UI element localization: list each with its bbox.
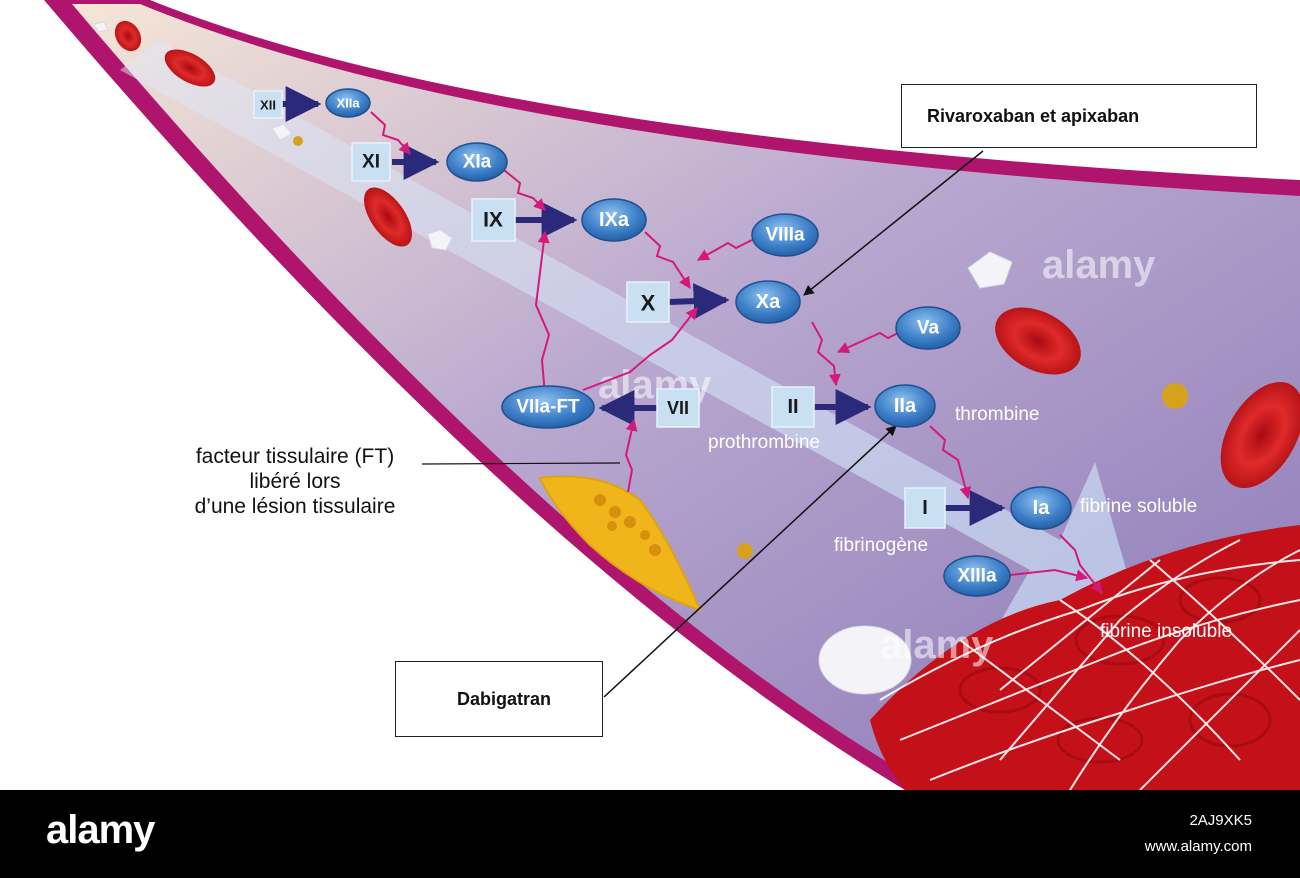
label-fibrine-soluble: fibrine soluble bbox=[1080, 496, 1197, 517]
label-prothrombine: prothrombine bbox=[708, 432, 820, 453]
svg-text:XIIa: XIIa bbox=[336, 96, 360, 111]
footer-bar: alamy 2AJ9XK5 www.alamy.com bbox=[0, 790, 1300, 878]
factor-xiia: XIIa bbox=[325, 88, 371, 118]
svg-text:VII: VII bbox=[667, 398, 689, 418]
svg-text:IXa: IXa bbox=[599, 209, 630, 231]
tissue-factor-label: facteur tissulaire (FT) libéré lors d’un… bbox=[150, 444, 440, 519]
dabigatran-leader bbox=[603, 425, 897, 698]
factor-x: X bbox=[626, 281, 670, 323]
svg-text:II: II bbox=[787, 396, 798, 418]
label-thrombine: thrombine bbox=[955, 404, 1040, 425]
flow-band bbox=[120, 40, 1135, 622]
factor-viiia: VIIIa bbox=[751, 213, 819, 257]
image-id: 2AJ9XK5 bbox=[1189, 812, 1252, 829]
factor-ixa: IXa bbox=[581, 198, 647, 242]
label-fibrinogene: fibrinogène bbox=[834, 535, 928, 556]
site-url: www.alamy.com bbox=[1144, 838, 1252, 855]
factor-xiiia: XIIIa bbox=[943, 555, 1011, 597]
clot bbox=[870, 525, 1300, 791]
label-fibrine-insoluble: fibrine insoluble bbox=[1100, 621, 1232, 642]
tissue-injury bbox=[538, 475, 702, 612]
factor-ia: Ia bbox=[1010, 486, 1072, 530]
svg-text:X: X bbox=[641, 291, 656, 316]
factor-ii: II bbox=[771, 386, 815, 428]
factor-viia-ft: VIIa-FT bbox=[501, 385, 595, 429]
factor-xia: XIa bbox=[446, 142, 508, 182]
tissue-factor-leader bbox=[421, 462, 621, 465]
svg-text:I: I bbox=[922, 497, 928, 519]
activation-arrows bbox=[370, 111, 1103, 594]
diagram-canvas: alamy alamy alamy XII XI IX X VII II I X… bbox=[44, 0, 1300, 791]
alamy-logo: alamy bbox=[46, 808, 155, 852]
factor-xi: XI bbox=[351, 142, 391, 182]
watermark: alamy bbox=[880, 623, 994, 667]
red-blood-cells bbox=[114, 20, 1300, 489]
rivaroxaban-callout: Rivaroxaban et apixaban bbox=[901, 84, 1257, 148]
tissue-factor-line: d’une lésion tissulaire bbox=[194, 495, 396, 518]
rivaroxaban-leader bbox=[803, 150, 984, 296]
svg-text:IX: IX bbox=[483, 209, 503, 232]
dabigatran-text: Dabigatran bbox=[457, 688, 552, 709]
tissue-factor-line: facteur tissulaire (FT) bbox=[195, 445, 395, 468]
svg-text:Va: Va bbox=[917, 318, 940, 339]
reaction-arrows bbox=[282, 86, 1006, 526]
factor-vii: VII bbox=[656, 388, 700, 428]
watermark: alamy bbox=[1042, 243, 1156, 287]
factor-ix: IX bbox=[471, 198, 516, 242]
svg-text:IIa: IIa bbox=[894, 395, 917, 417]
svg-text:Xa: Xa bbox=[756, 291, 781, 313]
svg-text:Ia: Ia bbox=[1033, 497, 1051, 519]
platelets bbox=[93, 21, 1013, 695]
tissue-factor-line: libéré lors bbox=[249, 470, 341, 493]
dabigatran-callout: Dabigatran bbox=[395, 661, 603, 737]
factor-xii: XII bbox=[253, 90, 283, 119]
svg-text:VIIIa: VIIIa bbox=[765, 225, 805, 246]
rivaroxaban-text: Rivaroxaban et apixaban bbox=[927, 105, 1140, 126]
factor-iia: IIa bbox=[874, 384, 936, 428]
svg-text:XIIIa: XIIIa bbox=[957, 566, 997, 587]
svg-text:XI: XI bbox=[362, 152, 380, 173]
svg-text:XIa: XIa bbox=[463, 152, 492, 173]
svg-text:XII: XII bbox=[260, 98, 276, 113]
svg-text:VIIa-FT: VIIa-FT bbox=[516, 397, 580, 418]
coagulation-diagram: alamy alamy alamy XII XI IX X VII II I X… bbox=[44, 0, 1300, 791]
factor-i: I bbox=[904, 487, 946, 529]
factor-xa: Xa bbox=[735, 280, 801, 324]
factor-va: Va bbox=[895, 306, 961, 350]
